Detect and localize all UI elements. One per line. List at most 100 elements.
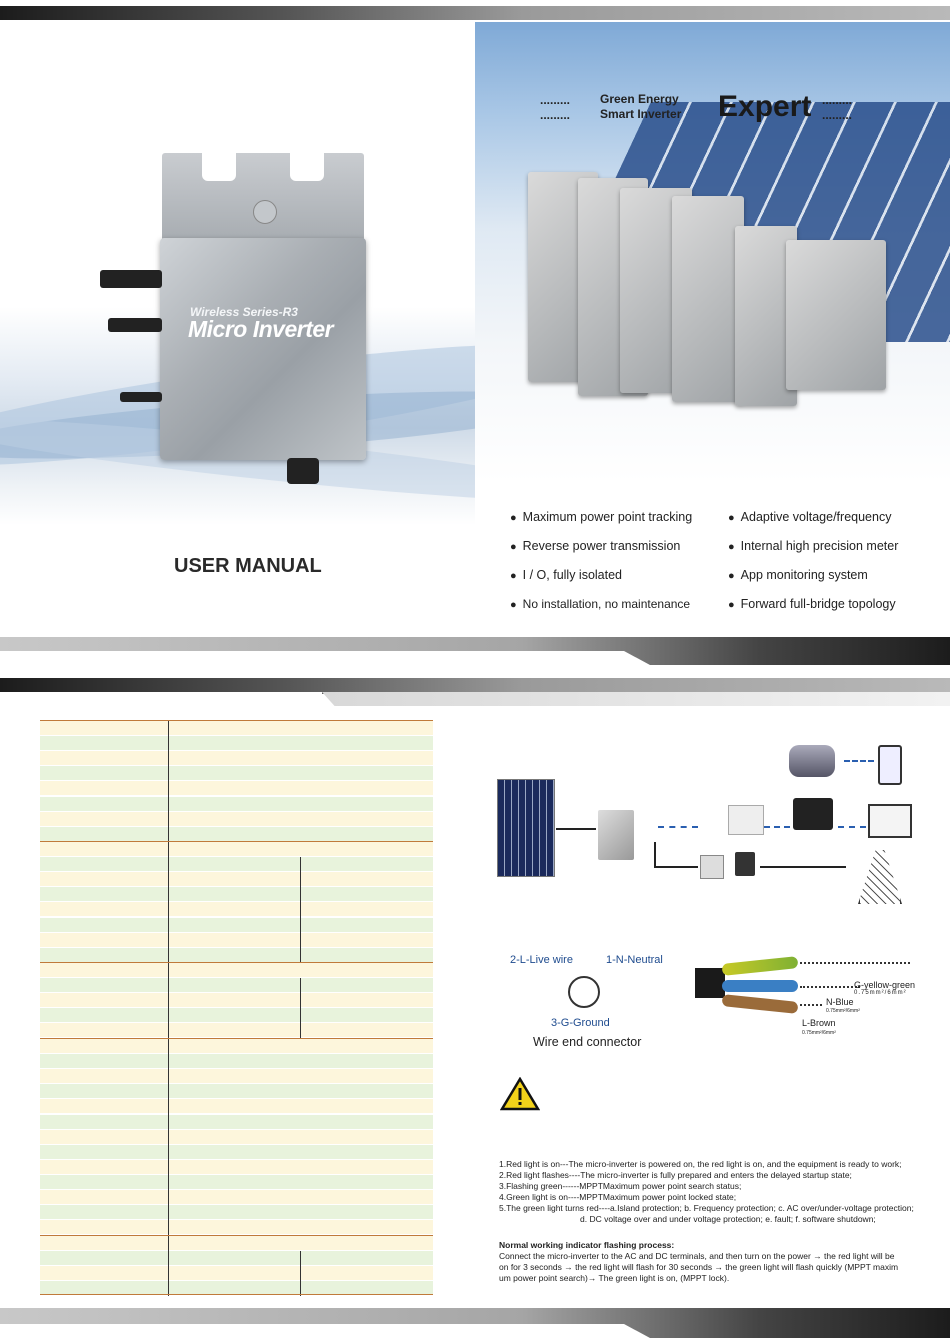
table-rule — [40, 1235, 433, 1236]
table-row — [40, 1174, 433, 1189]
router-icon — [728, 805, 764, 835]
cover-title: USER MANUAL — [174, 555, 322, 577]
tagline-line2: Smart Inverter — [600, 107, 682, 121]
table-row — [40, 993, 433, 1008]
feature-item: Adaptive voltage/frequency — [728, 510, 892, 524]
normal-process-text: Connect the micro-inverter to the AC and… — [499, 1251, 895, 1261]
table-row — [40, 947, 433, 962]
table-row — [40, 1281, 433, 1296]
feature-item: Internal high precision meter — [728, 539, 899, 553]
product-series: Wireless Series-R3 — [190, 305, 298, 319]
wire-neutral-label: N-Blue — [826, 997, 854, 1007]
inverter-image — [160, 238, 366, 460]
table-row — [40, 826, 433, 841]
table-row — [40, 902, 433, 917]
table-row — [40, 781, 433, 796]
table-row — [40, 963, 433, 977]
table-row — [40, 1039, 433, 1053]
indicator-note: 4.Green light is on----MPPTMaximum power… — [499, 1192, 737, 1202]
bottom-band — [0, 1308, 950, 1338]
table-row — [40, 1069, 433, 1084]
table-row — [40, 887, 433, 902]
computer-icon — [868, 804, 912, 838]
connector-pinout-icon — [568, 976, 600, 1008]
table-row — [40, 1159, 433, 1174]
warning-icon — [500, 1077, 540, 1111]
cable-icon — [120, 392, 162, 402]
power-tower-icon — [858, 850, 902, 904]
table-row — [40, 751, 433, 766]
table-row — [40, 1114, 433, 1129]
table-row — [40, 1205, 433, 1220]
table-row — [40, 811, 433, 826]
ground-wire-icon — [721, 956, 799, 976]
wire-ground-label: G-yellow-green — [854, 980, 916, 990]
normal-process-title: Normal working indicator flashing proces… — [499, 1240, 675, 1250]
indicator-note: 3.Flashing green------MPPTMaximum power … — [499, 1181, 742, 1191]
solar-panel-icon — [497, 779, 555, 877]
indicator-note: d. DC voltage over and under voltage pro… — [580, 1214, 876, 1224]
wire-live-label: L-Brown — [802, 1018, 836, 1028]
connector-caption: Wire end connector — [533, 1035, 642, 1049]
table-row — [40, 1266, 433, 1281]
bottom-band — [0, 637, 950, 665]
table-row — [40, 1129, 433, 1144]
feature-item: Reverse power transmission — [510, 539, 681, 553]
neutral-wire-icon — [722, 980, 798, 992]
dashed-link-icon — [838, 826, 866, 828]
meter-icon — [735, 852, 755, 876]
pin-ground-label: 3-G-Ground — [551, 1017, 610, 1029]
table-rule — [40, 962, 433, 963]
indicator-note: 2.Red light flashes----The micro-inverte… — [499, 1170, 852, 1180]
top-band — [0, 6, 950, 20]
feature-item: Maximum power point tracking — [510, 510, 693, 524]
live-wire-icon — [721, 994, 799, 1014]
table-row — [40, 1236, 433, 1250]
ac-connector-icon — [287, 458, 319, 484]
breaker-icon — [700, 855, 724, 879]
normal-process-text: on for 3 seconds → the red light will fl… — [499, 1262, 899, 1272]
arrow-icon — [760, 866, 846, 868]
pin-neutral-label: 1-N-Neutral — [606, 954, 663, 966]
tagline-expert: Expert — [718, 90, 812, 123]
table-rule — [40, 841, 433, 842]
table-row — [40, 736, 433, 751]
pin-live-label: 2-L-Live wire — [510, 954, 573, 966]
feature-item: App monitoring system — [728, 568, 868, 582]
cloud-server-icon — [789, 745, 835, 777]
table-row — [40, 1220, 433, 1235]
table-row — [40, 932, 433, 947]
dc-connector-icon — [100, 270, 162, 288]
table-row — [40, 1251, 433, 1266]
feature-item: No installation, no maintenance — [510, 597, 690, 611]
arrow-icon — [556, 828, 596, 830]
inverter-unit-image — [786, 240, 886, 390]
cable-sheath-icon — [695, 968, 725, 998]
table-rule — [40, 720, 433, 721]
table-row — [40, 1008, 433, 1023]
screw-icon — [253, 200, 277, 224]
table-row — [40, 1099, 433, 1114]
wifi-router-icon — [793, 798, 833, 830]
phone-icon — [878, 745, 902, 785]
wireless-link-icon — [658, 826, 698, 828]
feature-item: I / O, fully isolated — [510, 568, 622, 582]
table-row — [40, 796, 433, 811]
inverter-unit-image — [672, 196, 744, 402]
product-name: Micro Inverter — [188, 316, 334, 342]
table-row — [40, 842, 433, 856]
table-row — [40, 1023, 433, 1038]
normal-process-text: um power point search)→ The green light … — [499, 1273, 730, 1283]
dashed-link-icon — [844, 760, 874, 762]
indicator-note: 1.Red light is on---The micro-inverter i… — [499, 1159, 902, 1169]
top-band — [0, 678, 950, 694]
table-row — [40, 978, 433, 993]
feature-item: Forward full-bridge topology — [728, 597, 896, 611]
indicator-note: 5.The green light turns red----a.Island … — [499, 1203, 914, 1213]
table-row — [40, 917, 433, 932]
table-row — [40, 721, 433, 735]
dc-connector-icon — [108, 318, 162, 332]
inverter-bracket — [162, 153, 364, 245]
table-row — [40, 872, 433, 887]
table-rule — [40, 1038, 433, 1039]
